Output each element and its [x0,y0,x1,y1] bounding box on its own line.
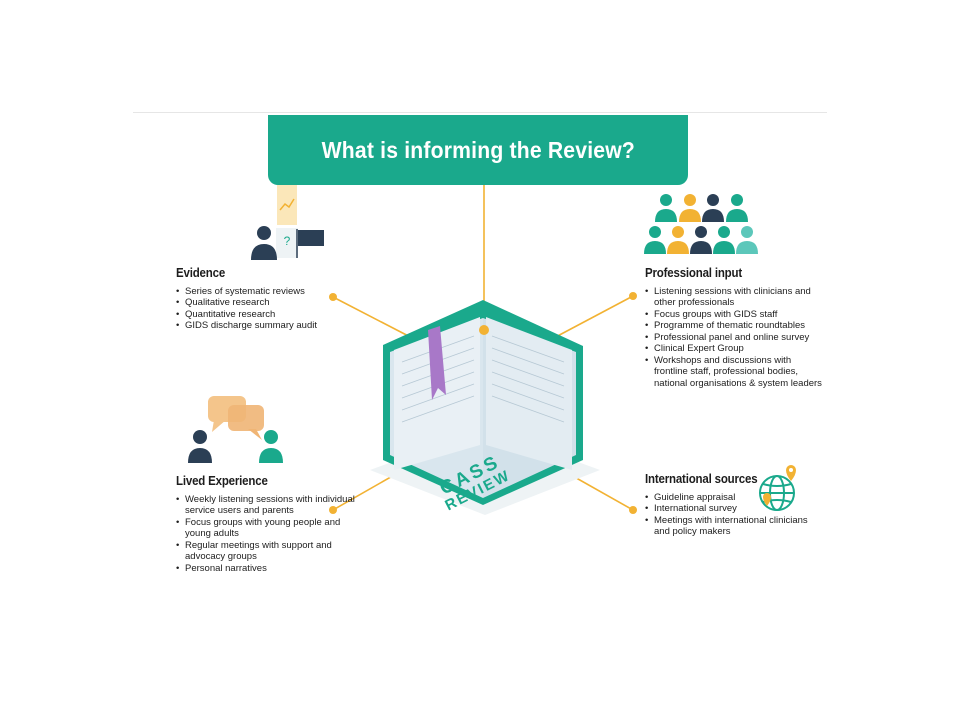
speech-bubbles-icon [208,396,264,440]
list-item: Listening sessions with clinicians and o… [645,286,825,309]
international-section: International sources Guideline appraisa… [645,472,815,538]
international-title: International sources [645,472,758,486]
book-icon [370,300,600,515]
list-item: Regular meetings with support and advoca… [176,540,356,563]
page-title: What is informing the Review? [321,136,635,163]
professional-section: Professional input Listening sessions wi… [645,266,825,390]
lived-experience-section: Lived Experience Weekly listening sessio… [176,474,356,575]
evidence-section: Evidence Series of systematic reviews Qu… [176,266,356,332]
professional-title: Professional input [645,266,743,280]
connector-professional [549,295,634,341]
list-item: International survey [645,503,815,515]
lived-icons [188,396,283,463]
list-item: Weekly listening sessions with individua… [176,494,356,517]
list-item: Qualitative research [176,297,356,309]
list-item: Meetings with international clinicians a… [645,515,815,538]
professional-list: Listening sessions with clinicians and o… [645,286,825,390]
international-list: Guideline appraisal International survey… [645,492,815,538]
evidence-list: Series of systematic reviews Qualitative… [176,286,356,332]
list-item: Professional panel and online survey [645,332,825,344]
flag-icon [298,230,324,246]
svg-text:?: ? [284,234,291,248]
list-item: Quantitative research [176,309,356,321]
evidence-title: Evidence [176,266,226,280]
list-item: Guideline appraisal [645,492,815,504]
list-item: Focus groups with young people and young… [176,517,356,540]
title-banner: What is informing the Review? [268,115,688,185]
lived-title: Lived Experience [176,474,268,488]
question-icon [276,228,298,258]
list-item: Personal narratives [176,563,356,575]
person-icon-left [188,430,212,463]
list-item: Programme of thematic roundtables [645,320,825,332]
people-group-icon [644,194,758,254]
evidence-icons: ? [251,185,324,260]
person-icon-right [259,430,283,463]
person-icon [251,226,277,260]
lived-list: Weekly listening sessions with individua… [176,494,356,575]
list-item: GIDS discharge summary audit [176,320,356,332]
list-item: Series of systematic reviews [176,286,356,298]
list-item: Workshops and discussions with frontline… [645,355,825,390]
top-divider [133,112,827,113]
list-item: Clinical Expert Group [645,343,825,355]
list-item: Focus groups with GIDS staff [645,309,825,321]
